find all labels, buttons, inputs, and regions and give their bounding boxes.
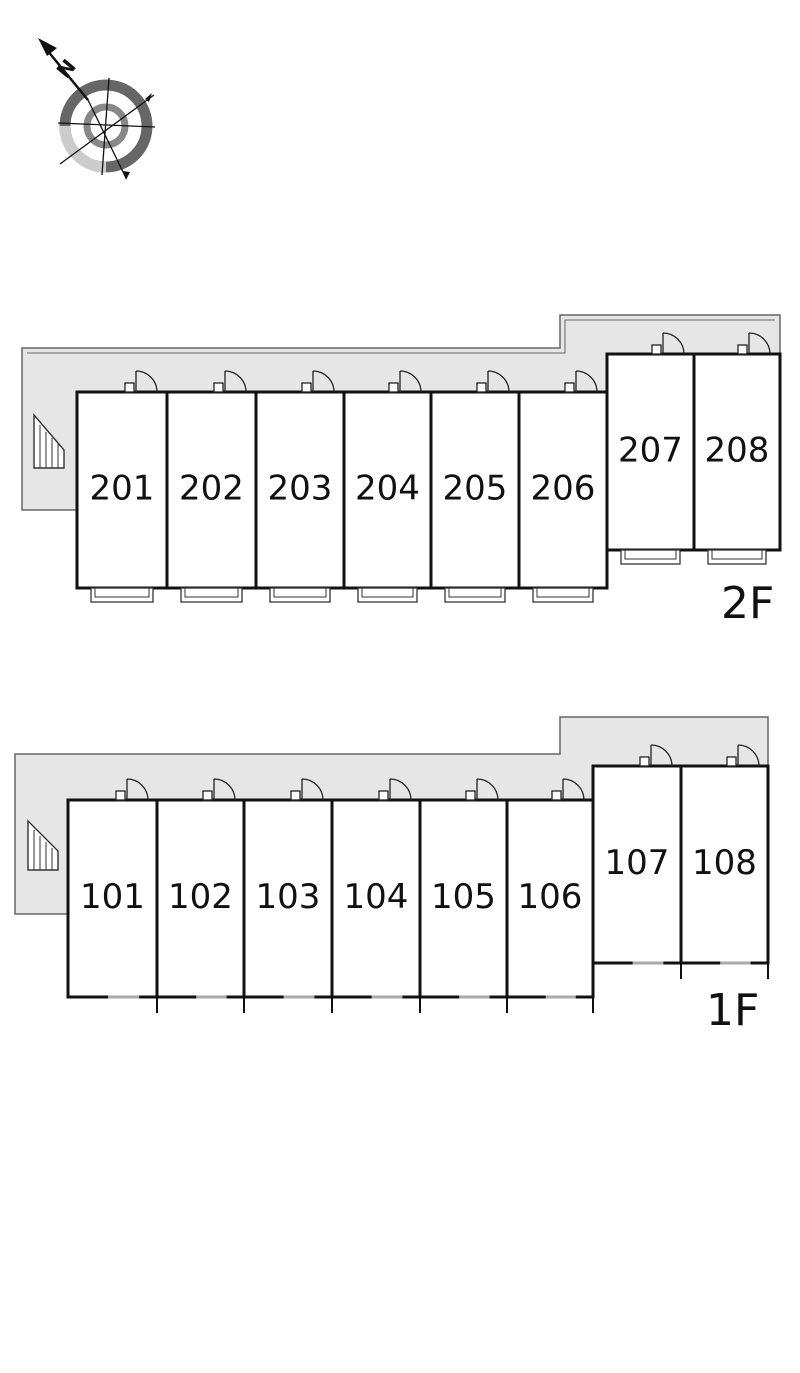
room-label: 106 — [518, 877, 583, 917]
balcony — [707, 549, 767, 565]
floor-2f-rooms: 201 202 203 204 205 206 207 208 — [75, 332, 782, 603]
door-icon — [476, 370, 510, 393]
balcony — [620, 549, 681, 565]
door-icon — [639, 744, 673, 767]
room-label: 108 — [692, 843, 757, 883]
room-label: 201 — [90, 469, 155, 509]
room-105[interactable]: 105 — [418, 778, 509, 1013]
room-201[interactable]: 201 — [75, 370, 169, 603]
room-101[interactable]: 101 — [66, 778, 159, 1013]
north-label: N — [52, 54, 81, 82]
room-104[interactable]: 104 — [330, 778, 422, 1013]
corridor-2f-rail — [27, 319, 775, 354]
room-label: 204 — [355, 469, 420, 509]
room-108[interactable]: 108 — [679, 744, 770, 979]
room-label: 107 — [605, 843, 670, 883]
floor-1f-rooms: 101 102 103 104 105 106 107 108 — [66, 744, 770, 1013]
room-label: 103 — [256, 877, 321, 917]
door-icon — [124, 370, 158, 393]
door-icon — [651, 332, 685, 355]
door-icon — [115, 778, 149, 801]
balcony — [532, 587, 594, 603]
door-icon — [737, 332, 771, 355]
room-102[interactable]: 102 — [155, 778, 246, 1013]
balcony — [90, 587, 154, 603]
stairs-icon — [27, 819, 59, 871]
room-label: 208 — [705, 431, 770, 471]
door-icon — [564, 370, 598, 393]
floor-label-1f: 1F — [706, 985, 759, 1036]
room-203[interactable]: 203 — [254, 370, 346, 603]
door-icon — [213, 370, 247, 393]
door-icon — [388, 370, 422, 393]
room-label: 205 — [443, 469, 508, 509]
room-label: 104 — [344, 877, 409, 917]
room-label: 102 — [168, 877, 233, 917]
door-icon — [290, 778, 324, 801]
room-label: 206 — [531, 469, 596, 509]
balcony — [357, 587, 418, 603]
stairs-icon — [33, 413, 65, 469]
floor-label-2f: 2F — [721, 578, 774, 629]
room-label: 101 — [80, 877, 145, 917]
room-label: 105 — [431, 877, 496, 917]
door-icon — [378, 778, 412, 801]
door-icon — [202, 778, 236, 801]
balcony — [180, 587, 243, 603]
room-202[interactable]: 202 — [165, 370, 258, 603]
door-icon — [465, 778, 499, 801]
room-107[interactable]: 107 — [591, 744, 683, 979]
room-207[interactable]: 207 — [605, 332, 696, 565]
door-icon — [726, 744, 760, 767]
room-label: 207 — [618, 431, 683, 471]
room-label: 203 — [268, 469, 333, 509]
door-icon — [551, 778, 585, 801]
room-206[interactable]: 206 — [517, 370, 609, 603]
room-label: 202 — [179, 469, 244, 509]
room-208[interactable]: 208 — [692, 332, 782, 565]
room-204[interactable]: 204 — [342, 370, 433, 603]
balcony — [269, 587, 331, 603]
balcony — [444, 587, 506, 603]
compass-icon: N — [38, 38, 156, 180]
room-106[interactable]: 106 — [505, 778, 595, 1013]
room-205[interactable]: 205 — [429, 370, 521, 603]
room-103[interactable]: 103 — [242, 778, 334, 1013]
door-icon — [301, 370, 335, 393]
